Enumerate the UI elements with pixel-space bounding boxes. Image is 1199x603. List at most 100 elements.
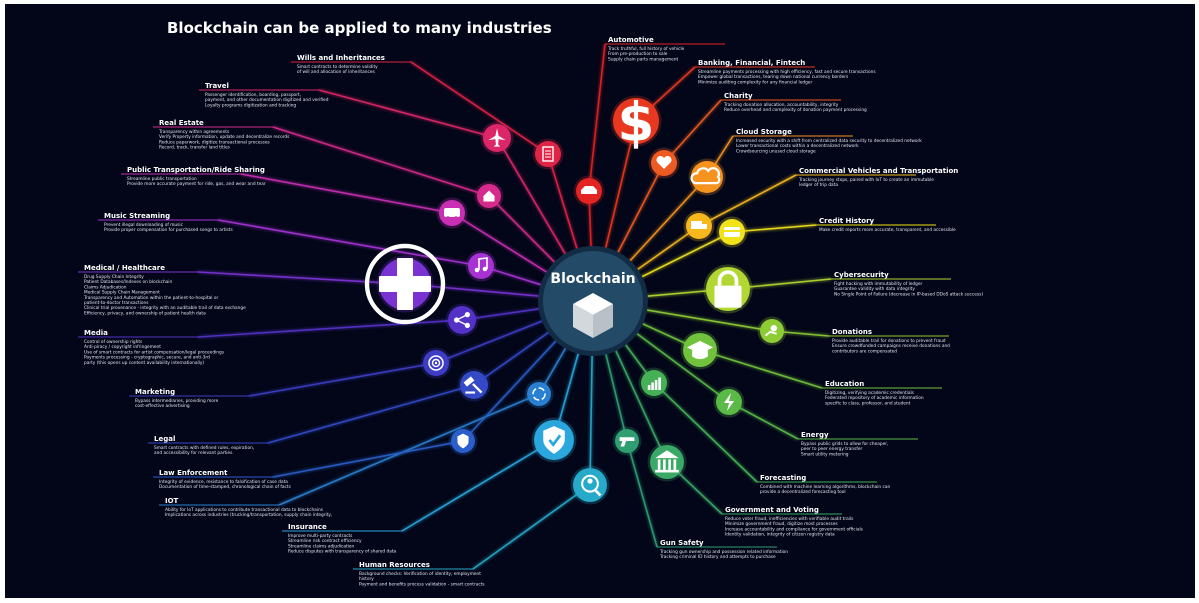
industry-desc-line: Transparency and Automation within the p… — [83, 295, 218, 301]
industry-desc-line: Tracking gun ownership and possession re… — [659, 549, 788, 555]
industry-desc-line: Smart contracts with defined rules, expi… — [154, 445, 254, 451]
industry-desc-line: Combined with machine learning algorithm… — [760, 484, 891, 490]
industry-desc-line: Control of ownership rights — [84, 339, 143, 345]
industry-desc-line: Verify Property information, update and … — [159, 134, 290, 140]
industry-desc-line: of will and allocation of inheritances — [297, 69, 375, 75]
industry-desc-line: Passenger identification, boarding, pass… — [205, 92, 301, 98]
industry-desc-line: Reduce paperwork, digitize transactional… — [159, 139, 270, 145]
industry-desc-line: payment, and other documentation digitiz… — [205, 97, 329, 103]
industry-desc-line: cost-effective advertising — [135, 403, 190, 409]
music-note-icon — [465, 250, 497, 282]
industry-desc-line: specific to class, professor, and studen… — [825, 400, 911, 406]
industry-desc-line: Anti-piracy / copyright infringement — [84, 344, 161, 350]
industry-desc-line: Increase accountability and compliance f… — [725, 526, 864, 532]
industry-desc-line: Smart contracts to determine validity — [297, 64, 378, 70]
industry-label-iot: IOT Ability for IoT applications to contr… — [165, 497, 332, 518]
shield-check-icon — [531, 417, 577, 463]
industry-desc-line: Ability for IoT applications to contribu… — [165, 507, 324, 513]
industry-desc-line: Lower transactional costs within a decen… — [736, 143, 859, 149]
industry-desc-line: and accessibility for relevant parties. — [154, 450, 234, 456]
bus-icon — [436, 197, 468, 229]
industry-label-public-transportation: Public Transportation/Ride SharingStream… — [127, 166, 266, 187]
industry-title: IOT — [165, 497, 179, 505]
spoke-real-estate — [153, 126, 594, 302]
industry-desc-line: Reduce voter fraud, inefficiencies with … — [725, 516, 854, 522]
lock-icon — [703, 264, 753, 314]
industry-desc-line: Minimize auditing complexity for any fin… — [698, 79, 812, 85]
industry-desc-line: Digitizing, verifying academic credentia… — [825, 390, 915, 396]
industry-desc-line: Provide auditable trail for donations to… — [832, 338, 946, 344]
gun-icon — [612, 426, 642, 456]
industry-title: Insurance — [288, 523, 327, 531]
police-badge-icon — [448, 426, 478, 456]
industry-label-commercial-vehicles: Commercial Vehicles and TransportationTr… — [798, 167, 958, 188]
industry-desc-line: No Single Point of Failure (decrease in … — [834, 291, 983, 297]
target-icon — [420, 347, 452, 379]
industry-title: Gun Safety — [660, 539, 704, 547]
cloud-icon — [688, 158, 726, 196]
industry-desc-line: patient-to-doctor transactions — [84, 300, 149, 306]
industry-desc-line: Track truthful, full history of vehicle — [607, 46, 685, 52]
industry-title: Human Resources — [359, 561, 430, 569]
industry-desc-line: Patient Databases/Indexes on blockchain — [84, 279, 172, 285]
industry-desc-line: Use of smart contracts for artist compen… — [84, 349, 225, 355]
industry-desc-line: Prevent illegal downloading of music — [104, 222, 184, 228]
industry-title: Commercial Vehicles and Transportation — [799, 167, 958, 175]
dollar-icon: $ — [610, 91, 662, 153]
industry-desc-line: Streamline claims adjudication — [288, 543, 355, 549]
industry-desc-line: Drug Supply Chain Integrity — [84, 274, 144, 280]
industry-desc-line: Record, track, transfer land titles — [159, 145, 231, 151]
industry-desc-line: Streamline public transportation — [127, 176, 197, 182]
industry-desc-line: Increased security with a shift from cen… — [736, 138, 922, 144]
airplane-icon — [480, 121, 514, 155]
industry-desc-line: Improve multi-party contracts — [288, 533, 353, 539]
blockchain-hub: Blockchain — [538, 246, 648, 356]
industry-desc-line: Claims Adjudication — [84, 284, 127, 290]
industry-desc-line: Tracking criminal ID history and attempt… — [659, 554, 776, 560]
cube-icon — [573, 293, 613, 338]
lightning-icon — [713, 386, 745, 418]
industry-title: Legal — [154, 435, 175, 443]
industry-title: Wills and Inheritances — [297, 54, 385, 62]
industry-title: Cybersecurity — [834, 271, 889, 279]
car-icon — [573, 175, 605, 207]
industry-desc-line: Crowdsourcing unused cloud storage — [736, 148, 816, 154]
gavel-icon — [457, 368, 491, 402]
industry-desc-line: Streamline payments processing with high… — [698, 69, 876, 75]
industry-title: Charity — [724, 92, 753, 100]
industry-title: Banking, Financial, Fintech — [698, 59, 805, 67]
industry-title: Automotive — [608, 36, 654, 44]
industry-desc-line: Integrity of evidence, resistance to fal… — [159, 479, 288, 485]
industry-desc-line: Tracking journey stops, paired with IoT … — [798, 177, 934, 183]
industry-desc-line: Identity validation, integrity of citize… — [725, 532, 835, 538]
industry-title: Music Streaming — [104, 212, 170, 220]
industry-desc-line: Tracking donation allocation, accountabi… — [723, 102, 839, 108]
industry-desc-line: Make credit reports more accurate, trans… — [819, 227, 956, 233]
industry-desc-line: Reduce overhead and complexity of donati… — [724, 107, 867, 113]
industry-desc-line: Provide more accurate payment for ride, … — [127, 181, 266, 187]
svg-text:$: $ — [618, 91, 655, 153]
industry-desc-line: Bypass intermediaries, providing more — [135, 398, 219, 404]
industry-desc-line: Efficiency, privacy, and ownership of pa… — [84, 310, 206, 316]
industry-desc-line: Loyalty programs digitization and tracki… — [205, 102, 296, 108]
industry-title: Public Transportation/Ride Sharing — [127, 166, 265, 174]
industry-title: Government and Voting — [725, 506, 819, 514]
